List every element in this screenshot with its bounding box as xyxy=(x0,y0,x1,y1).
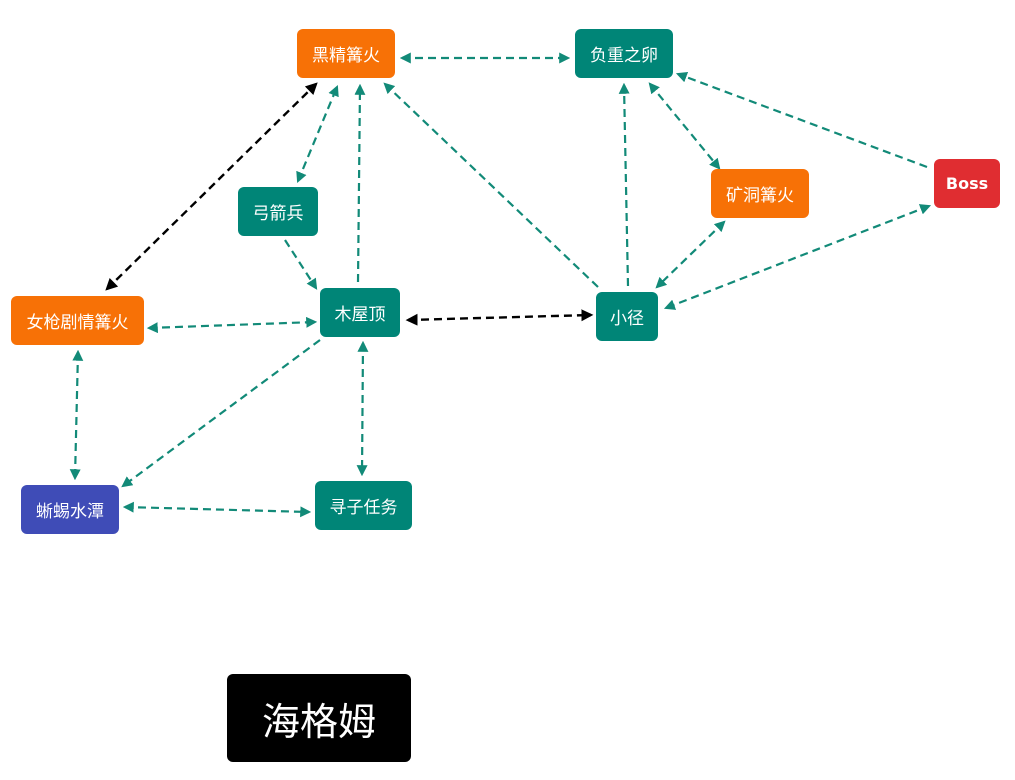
node-label: 小径 xyxy=(610,309,644,329)
node-kuangdong[interactable]: 矿洞篝火 xyxy=(711,169,809,218)
node-label: 寻子任务 xyxy=(329,498,398,518)
edge-muwuding-xiaojing xyxy=(405,309,594,326)
node-label: 黑精篝火 xyxy=(312,46,380,66)
edge-xiyi-xunzi xyxy=(122,501,312,518)
edge-xiaojing-fuzhong xyxy=(618,82,630,287)
edge-gongjianbing-heijing xyxy=(296,84,339,184)
edge-muwuding-heijing xyxy=(354,83,366,283)
edge-xiaojing-heijing xyxy=(383,82,599,288)
map-title: 海格姆 xyxy=(227,674,411,762)
edge-fuzhong-kuangdong xyxy=(648,82,721,170)
node-heijing[interactable]: 黑精篝火 xyxy=(297,29,395,78)
edge-nvqiang-heijing xyxy=(105,82,318,291)
node-nvqiang[interactable]: 女枪剧情篝火 xyxy=(11,296,144,345)
node-fuzhong[interactable]: 负重之卵 xyxy=(575,29,673,78)
node-label: 负重之卵 xyxy=(590,46,658,66)
node-xiyi[interactable]: 蜥蜴水潭 xyxy=(21,485,119,534)
node-xiaojing[interactable]: 小径 xyxy=(596,292,658,341)
edge-gongjianbing-muwuding xyxy=(284,239,318,290)
node-label: 女枪剧情篝火 xyxy=(26,313,129,333)
node-muwuding[interactable]: 木屋顶 xyxy=(320,288,400,337)
edge-muwuding-xiyi xyxy=(121,339,321,488)
edge-xiaojing-boss xyxy=(663,204,932,310)
node-label: 弓箭兵 xyxy=(252,204,304,224)
edge-boss-fuzhong xyxy=(675,71,928,169)
node-gongjianbing[interactable]: 弓箭兵 xyxy=(238,187,318,236)
node-label: 蜥蜴水潭 xyxy=(36,502,104,522)
node-label: 木屋顶 xyxy=(334,305,386,325)
edge-kuangdong-xiaojing xyxy=(655,220,726,289)
node-boss[interactable]: Boss xyxy=(934,159,1000,208)
node-xunzi[interactable]: 寻子任务 xyxy=(315,481,412,530)
edge-muwuding-xunzi xyxy=(356,340,369,477)
node-label: 矿洞篝火 xyxy=(726,186,794,206)
edge-nvqiang-muwuding xyxy=(146,316,318,334)
node-label: Boss xyxy=(945,174,989,193)
edge-nvqiang-xiyi xyxy=(69,349,84,481)
